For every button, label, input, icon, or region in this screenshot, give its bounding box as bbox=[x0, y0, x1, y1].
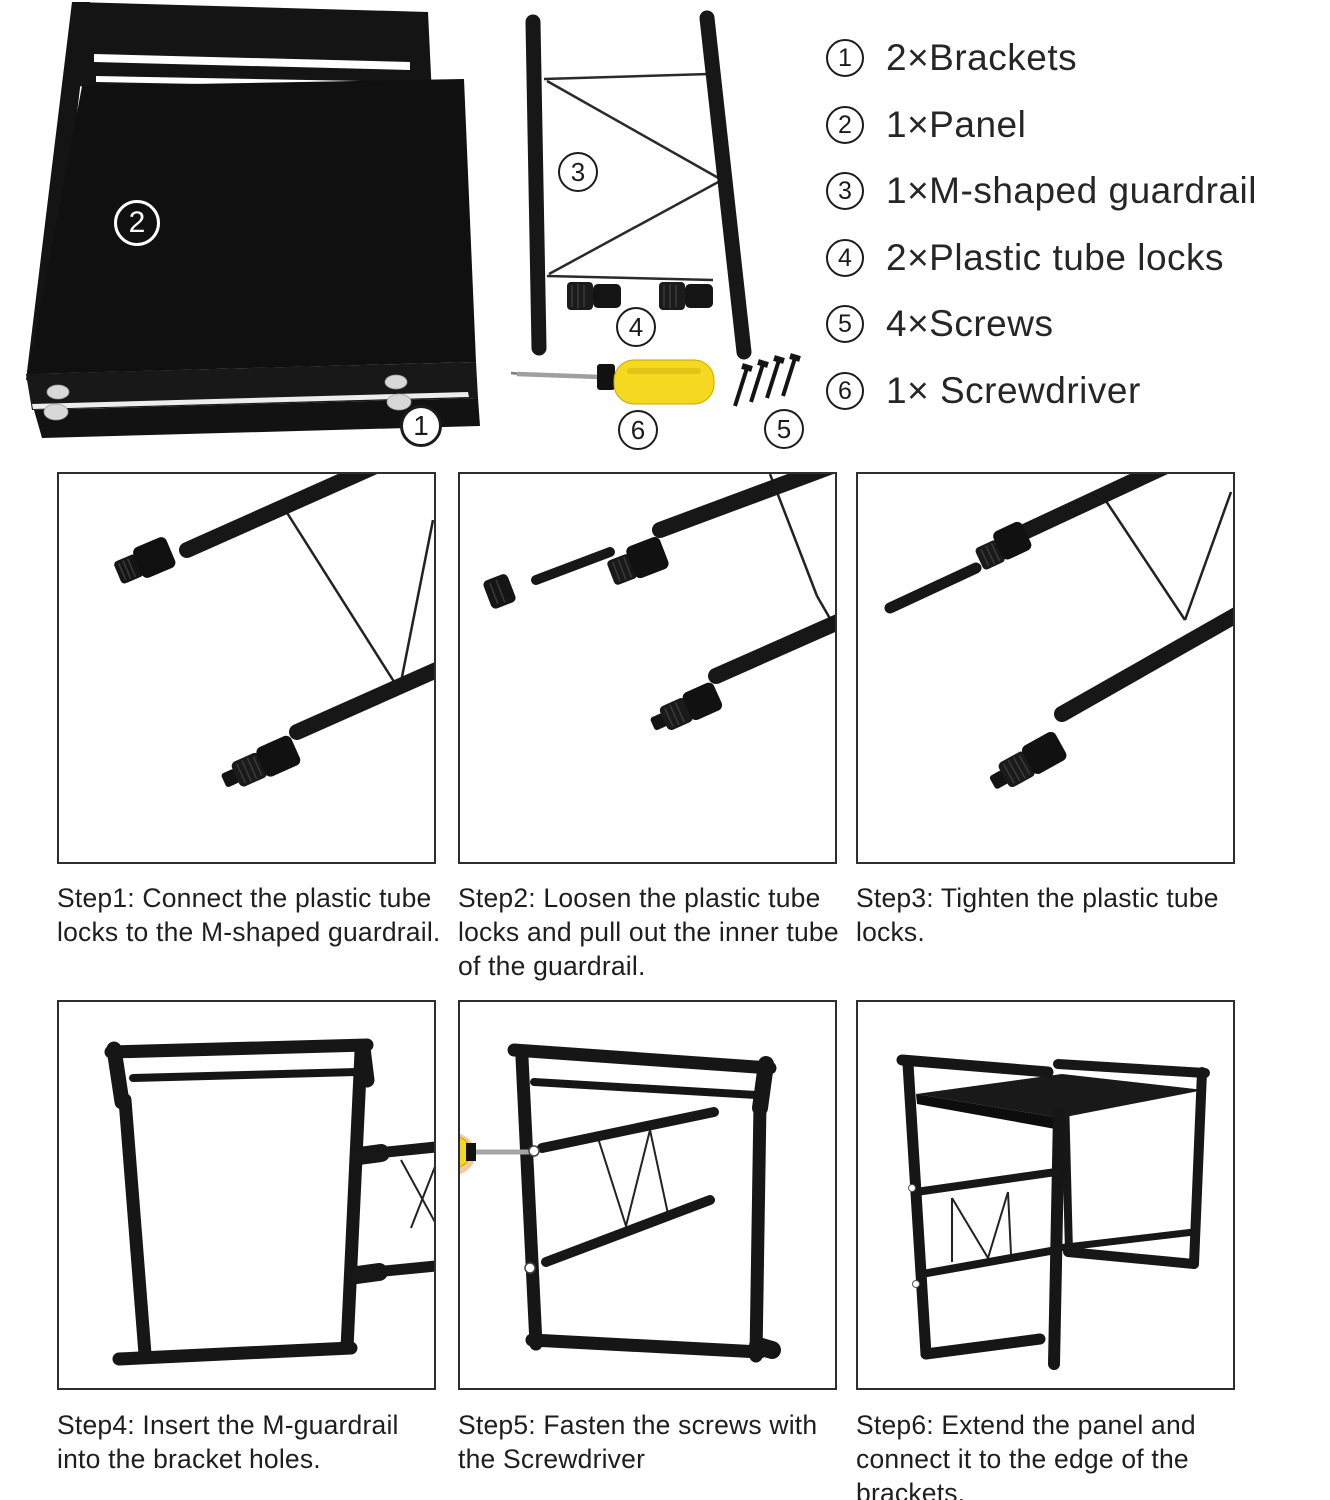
bracket-shape bbox=[70, 2, 432, 96]
step3-illustration bbox=[884, 474, 1233, 789]
parts-list-label: 1×M-shaped guardrail bbox=[886, 170, 1257, 211]
step5-panel bbox=[458, 1000, 837, 1390]
step4-panel bbox=[57, 1000, 436, 1390]
lock-cap bbox=[483, 574, 516, 609]
step3-panel bbox=[856, 472, 1235, 864]
parts-list-item: 2 1×Panel bbox=[826, 104, 1026, 146]
step5-illustration bbox=[460, 1043, 781, 1363]
screw-hole bbox=[524, 1262, 536, 1274]
part-3-number: 3 bbox=[570, 157, 586, 187]
step2-panel bbox=[458, 472, 837, 864]
guardrail-tubes bbox=[537, 1107, 719, 1267]
part-4-badge: 4 bbox=[616, 307, 656, 347]
part-4-number: 4 bbox=[628, 312, 644, 342]
screw-hole bbox=[908, 1184, 916, 1192]
bottom-bar bbox=[34, 398, 480, 438]
tube-locks-drawing bbox=[567, 282, 713, 310]
screw-hole bbox=[912, 1280, 920, 1288]
list-badge-3: 3 bbox=[826, 172, 864, 210]
step2-caption: Step2: Loosen the plastic tube locks and… bbox=[458, 883, 839, 981]
parts-list-label: 1× Screwdriver bbox=[886, 370, 1141, 411]
guardrail-tubes bbox=[912, 1168, 1198, 1278]
list-badge-4: 4 bbox=[826, 239, 864, 277]
guardrail-ends bbox=[348, 1141, 434, 1284]
parts-photo bbox=[8, 0, 480, 458]
part-6-number: 6 bbox=[630, 415, 646, 445]
list-badge-1: 1 bbox=[826, 39, 864, 77]
screwdriver-drawing bbox=[510, 359, 715, 405]
attached-tube-lock bbox=[221, 735, 301, 787]
step3-caption: Step3: Tighten the plastic tube locks. bbox=[856, 883, 1219, 947]
list-number: 3 bbox=[838, 176, 852, 205]
list-badge-2: 2 bbox=[826, 106, 864, 144]
list-number: 2 bbox=[838, 110, 852, 139]
part-1-number: 1 bbox=[413, 410, 429, 441]
loosened-lock bbox=[607, 536, 669, 585]
part-2-number: 2 bbox=[128, 206, 146, 239]
parts-photo-drawing bbox=[26, 2, 480, 438]
part-1-badge: 1 bbox=[400, 405, 442, 447]
parts-list-item: 3 1×M-shaped guardrail bbox=[826, 170, 1257, 212]
parts-list-label: 2×Brackets bbox=[886, 37, 1078, 78]
step5-caption: Step5: Fasten the screws with the Screwd… bbox=[458, 1410, 818, 1474]
step2-illustration bbox=[483, 474, 835, 731]
step1-caption: Step1: Connect the plastic tube locks to… bbox=[57, 883, 441, 947]
step1-panel bbox=[57, 472, 436, 864]
panel-top bbox=[916, 1074, 1204, 1118]
parts-list-item: 6 1× Screwdriver bbox=[826, 370, 1141, 412]
parts-list-label: 4×Screws bbox=[886, 303, 1054, 344]
parts-list-item: 5 4×Screws bbox=[826, 303, 1053, 345]
parts-diagram bbox=[497, 8, 813, 450]
panel-shape bbox=[28, 79, 476, 374]
step4-caption: Step4: Insert the M-guardrail into the b… bbox=[57, 1410, 399, 1474]
screw-hole bbox=[528, 1145, 540, 1157]
attached-tube-lock bbox=[650, 682, 723, 731]
bracket-side-rail bbox=[26, 2, 90, 380]
bar-gap bbox=[32, 392, 469, 409]
step6-panel bbox=[856, 1000, 1235, 1390]
tightened-lock bbox=[989, 731, 1067, 789]
parts-list-label: 1×Panel bbox=[886, 104, 1027, 145]
screwdriver-hand bbox=[460, 1133, 530, 1175]
screws-drawing bbox=[733, 353, 801, 407]
part-3-badge: 3 bbox=[558, 152, 598, 192]
m-guardrail-drawing bbox=[525, 10, 752, 360]
loose-tube-lock bbox=[114, 537, 176, 584]
bracket-frame bbox=[104, 1038, 375, 1366]
list-number: 1 bbox=[838, 43, 852, 72]
parts-diagram-drawing bbox=[510, 10, 801, 407]
step6-illustration bbox=[896, 1054, 1210, 1370]
plastic-feet bbox=[43, 374, 412, 421]
parts-list-item: 4 2×Plastic tube locks bbox=[826, 237, 1224, 279]
bracket-slit bbox=[94, 54, 410, 70]
bracket-frame bbox=[507, 1043, 781, 1363]
tightened-lock bbox=[975, 521, 1032, 570]
list-badge-6: 6 bbox=[826, 372, 864, 410]
step6-caption: Step6: Extend the panel and connect it t… bbox=[856, 1410, 1196, 1500]
part-5-badge: 5 bbox=[764, 409, 804, 449]
part-6-badge: 6 bbox=[618, 410, 658, 450]
parts-list-label: 2×Plastic tube locks bbox=[886, 237, 1225, 278]
list-number: 4 bbox=[838, 243, 852, 272]
parts-list-item: 1 2×Brackets bbox=[826, 37, 1077, 79]
part-5-number: 5 bbox=[776, 414, 792, 444]
list-number: 6 bbox=[838, 376, 852, 405]
part-2-badge: 2 bbox=[114, 200, 160, 246]
step1-illustration bbox=[114, 474, 434, 787]
list-number: 5 bbox=[838, 309, 852, 338]
front-bracket bbox=[896, 1054, 1065, 1370]
step4-illustration bbox=[104, 1038, 434, 1366]
panel-edge bbox=[916, 1094, 1061, 1130]
list-badge-5: 5 bbox=[826, 305, 864, 343]
